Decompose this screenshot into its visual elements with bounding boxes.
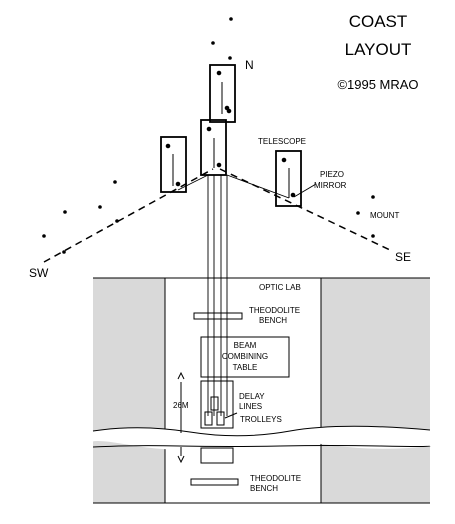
- telescope-dot: [165, 143, 171, 149]
- theodolite-bottom-label-1: THEODOLITE: [250, 474, 301, 483]
- trolleys-label: TROLLEYS: [240, 415, 282, 424]
- station-dot: [115, 219, 119, 223]
- title-line-2: LAYOUT: [345, 40, 412, 59]
- break-edge-bottom: [92, 445, 431, 448]
- telescope-housing-east: [275, 150, 302, 207]
- telescope-dot: [281, 157, 287, 163]
- beam-label-3: TABLE: [233, 363, 258, 372]
- beam-line: [177, 174, 209, 191]
- mirror-dot: [290, 192, 296, 198]
- piezo-pointer: [293, 183, 317, 198]
- telescope-housings: [160, 64, 302, 207]
- dimension-arrow-up: [177, 371, 185, 380]
- north-label: N: [245, 58, 254, 72]
- dimension-26m: [177, 371, 185, 464]
- optic-lab-label: OPTIC LAB: [259, 283, 301, 292]
- beam-line: [226, 174, 290, 199]
- delay-lines-frame: [200, 380, 234, 429]
- southwest-arm: [43, 168, 214, 263]
- mirror-dot: [175, 181, 181, 187]
- southeast-arm: [219, 168, 391, 251]
- telescope-label: TELESCOPE: [258, 137, 306, 146]
- station-dot: [229, 17, 233, 21]
- title-line-1: COAST: [349, 12, 408, 31]
- theodolite-top-label-1: THEODOLITE: [249, 306, 300, 315]
- trolley-pointer: [224, 412, 238, 419]
- mount-label: MOUNT: [370, 211, 399, 220]
- station-dot: [42, 234, 46, 238]
- delay-label-2: LINES: [239, 402, 262, 411]
- mirror-dot: [216, 162, 222, 168]
- beam-combining-table: [200, 336, 290, 378]
- dimension-arrow-down: [177, 455, 185, 464]
- trolley: [204, 411, 213, 426]
- theodolite-bench-top: [193, 312, 243, 320]
- telescope-dot: [206, 126, 212, 132]
- telescope-details: [165, 70, 296, 198]
- theodolite-bench-bottom: [190, 478, 239, 486]
- station-dot: [98, 205, 102, 209]
- telescope-dot: [216, 70, 222, 76]
- telescope-housing-centre: [200, 119, 227, 176]
- beam-label-2: COMBINING: [222, 352, 268, 361]
- trolley: [216, 411, 225, 426]
- mirror-dot: [226, 108, 232, 114]
- length-label: 26M: [173, 401, 189, 410]
- station-dot: [371, 195, 375, 199]
- delay-lines-frame-lower: [200, 447, 234, 464]
- lab-equipment: [190, 183, 317, 486]
- station-dot: [63, 210, 67, 214]
- break-gap: [90, 426, 431, 450]
- mirror-dot: [224, 105, 230, 111]
- copyright: ©1995 MRAO: [337, 77, 418, 92]
- ground-section: [90, 277, 431, 504]
- station-dot: [211, 41, 215, 45]
- beam-lines: [177, 174, 290, 416]
- station-dot: [371, 234, 375, 238]
- trolley: [210, 396, 219, 411]
- telescope-housing-west: [160, 136, 187, 193]
- theodolite-bottom-label-2: BENCH: [250, 484, 278, 493]
- piezo-label-2: MIRROR: [314, 181, 347, 190]
- station-dot: [62, 250, 66, 254]
- break-edge-top: [92, 425, 431, 437]
- telescope-housing-north: [209, 64, 236, 123]
- theodolite-top-label-2: BENCH: [259, 316, 287, 325]
- building-interior: [164, 277, 322, 504]
- station-dot: [356, 211, 360, 215]
- station-dots: [42, 17, 375, 254]
- station-dot: [228, 56, 232, 60]
- beam-label-1: BEAM: [234, 341, 257, 350]
- southwest-label: SW: [29, 266, 49, 280]
- delay-label-1: DELAY: [239, 392, 265, 401]
- southeast-label: SE: [395, 250, 411, 264]
- piezo-label-1: PIEZO: [320, 170, 344, 179]
- station-dot: [113, 180, 117, 184]
- array-arms: [43, 168, 391, 263]
